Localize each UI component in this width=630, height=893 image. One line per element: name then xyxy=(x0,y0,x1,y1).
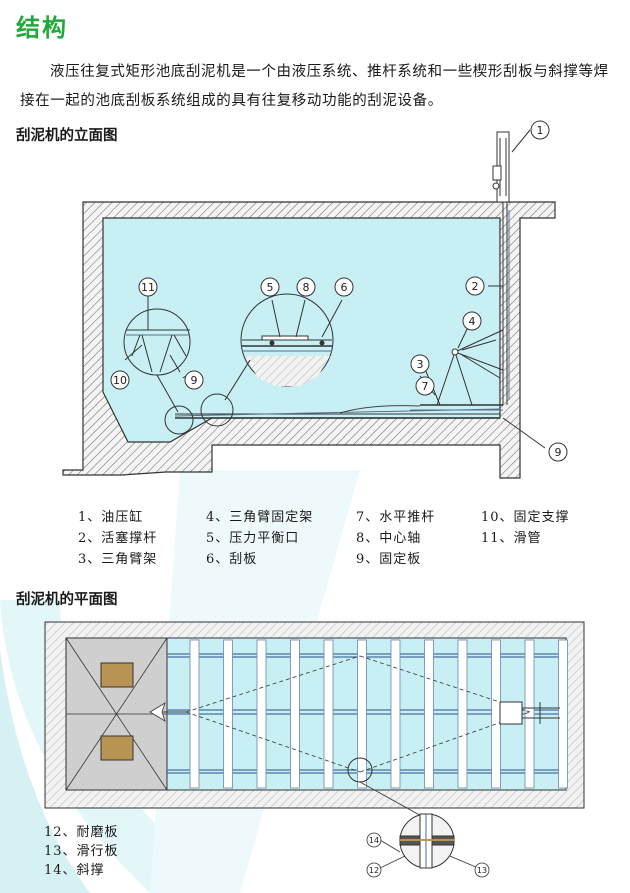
legend-item: 1、油压缸 xyxy=(78,510,144,525)
callout-12 xyxy=(366,862,382,878)
callout-4 xyxy=(462,311,482,331)
callout-1 xyxy=(530,120,550,140)
detail-circle-left xyxy=(123,280,191,413)
callout-7 xyxy=(415,376,435,396)
legend-item: 7、水平推杆 xyxy=(356,510,436,525)
plan-blade xyxy=(256,639,267,789)
callout-14 xyxy=(366,832,382,848)
legend-item: 11、滑管 xyxy=(481,531,542,546)
callout-label-1: 1 xyxy=(537,124,544,137)
callout-6 xyxy=(334,277,354,297)
callout-label-9b: 9 xyxy=(555,446,562,459)
plan-title: 刮泥机的平面图 xyxy=(16,592,118,608)
callout-label-5: 5 xyxy=(267,281,274,294)
legend-item: 13、滑行板 xyxy=(44,844,119,859)
callout-label-11: 11 xyxy=(141,281,155,294)
callout-13 xyxy=(474,862,490,878)
tank-concrete xyxy=(62,201,556,479)
push-rod-and-blades xyxy=(174,405,501,419)
callout-label-7: 7 xyxy=(422,380,429,393)
intro-paragraph: 液压往复式矩形池底刮泥机是一个由液压系统、推杆系统和一些楔形刮板与斜撑等焊接在一… xyxy=(20,64,609,109)
callout-label-9: 9 xyxy=(191,374,198,387)
legend-item: 4、三角臂固定架 xyxy=(206,510,314,525)
plan-detail-circle xyxy=(379,813,479,869)
legend-item: 5、压力平衡口 xyxy=(206,531,300,546)
direction-arrow xyxy=(149,702,166,722)
legend-item: 8、中心轴 xyxy=(356,531,422,546)
hydraulic-cylinder xyxy=(492,129,531,203)
callout-label-4: 4 xyxy=(469,315,476,328)
plan-blade xyxy=(290,639,300,789)
plan-blade xyxy=(390,639,401,789)
legend-item: 2、活塞撑杆 xyxy=(78,531,158,546)
callout-10 xyxy=(110,370,130,390)
callout-5 xyxy=(260,277,280,297)
plan-blade xyxy=(524,639,535,789)
plan-push-cylinder xyxy=(499,701,560,725)
hopper-block-top xyxy=(100,662,134,688)
elevation-legend: 1、油压缸 4、三角臂固定架 7、水平推杆 10、固定支撑 2、活塞撑杆 5、压… xyxy=(78,508,598,569)
plan-blade xyxy=(491,639,501,789)
plan-blade xyxy=(189,639,200,789)
callout-9 xyxy=(184,370,204,390)
callout-label-6: 6 xyxy=(341,281,348,294)
plan-blade xyxy=(558,639,568,789)
legend-item: 6、刮板 xyxy=(206,552,258,567)
callout-label-8: 8 xyxy=(303,281,310,294)
callout-label-10: 10 xyxy=(113,374,127,387)
callout-label-13: 13 xyxy=(477,866,487,875)
legend-item: 9、固定板 xyxy=(356,552,422,567)
legend-item: 10、固定支撑 xyxy=(481,510,570,525)
detail-circle-center xyxy=(224,293,343,401)
callout-9b xyxy=(548,442,568,462)
callout-label-3: 3 xyxy=(417,358,424,371)
plan-blades xyxy=(189,639,568,789)
plan-blade xyxy=(457,639,468,789)
legend-item: 14、斜撑 xyxy=(44,863,105,878)
page-title: 结构 xyxy=(16,14,68,42)
callout-11 xyxy=(138,277,158,297)
plan-legend: 12、耐磨板 13、滑行板 14、斜撑 xyxy=(44,823,244,880)
callout-2 xyxy=(465,276,485,296)
legend-item: 3、三角臂架 xyxy=(78,552,158,567)
callout-label-2: 2 xyxy=(472,280,479,293)
callout-label-12: 12 xyxy=(369,866,379,875)
plan-blade xyxy=(323,639,334,789)
piston-rod xyxy=(502,202,510,405)
callout-3 xyxy=(410,354,430,374)
legend-item: 12、耐磨板 xyxy=(44,825,119,840)
callout-label-14: 14 xyxy=(369,836,379,845)
hopper-block-bottom xyxy=(100,735,134,761)
plan-blade xyxy=(223,639,233,789)
plan-blade xyxy=(357,639,367,789)
plan-blade xyxy=(424,639,434,789)
callout-8 xyxy=(296,277,316,297)
elevation-title: 刮泥机的立面图 xyxy=(16,128,118,144)
